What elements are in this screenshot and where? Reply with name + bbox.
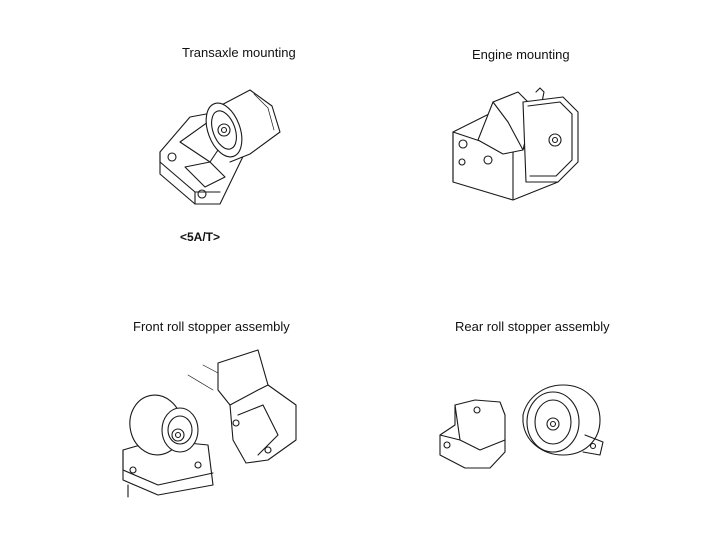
front-roll-stopper-title: Front roll stopper assembly bbox=[133, 319, 290, 334]
transaxle-mounting-title: Transaxle mounting bbox=[182, 45, 296, 60]
rear-roll-stopper-title: Rear roll stopper assembly bbox=[455, 319, 610, 334]
transaxle-mounting-illustration bbox=[159, 89, 281, 205]
engine-mounting-title: Engine mounting bbox=[472, 47, 570, 62]
rear-roll-stopper-illustration bbox=[439, 384, 604, 469]
engine-mounting-illustration bbox=[452, 87, 579, 201]
transaxle-5at-note: <5A/T> bbox=[180, 230, 221, 244]
front-roll-stopper-illustration bbox=[122, 349, 297, 498]
